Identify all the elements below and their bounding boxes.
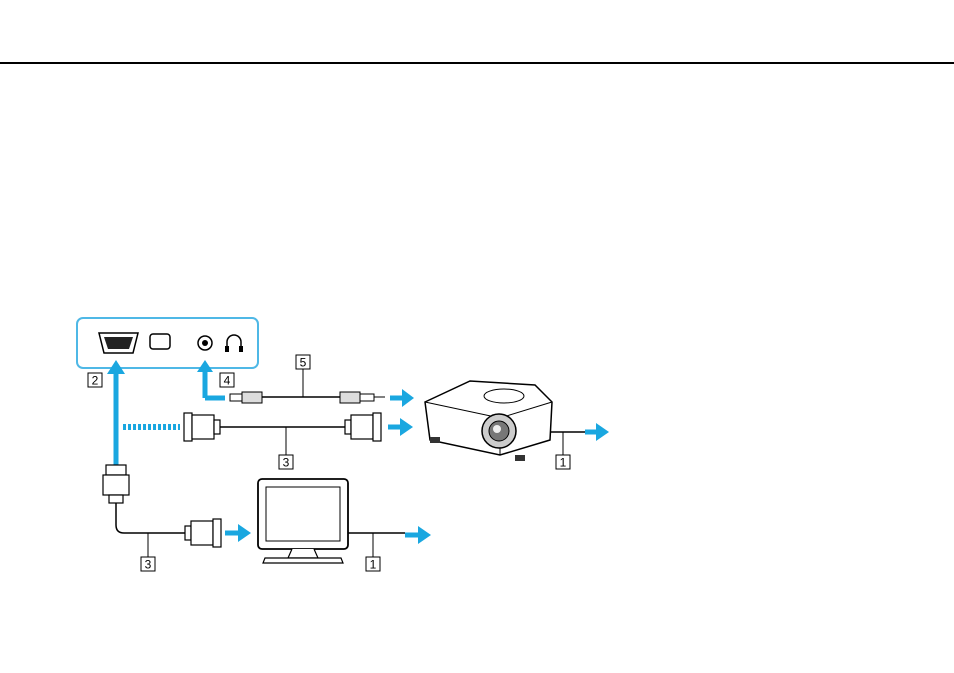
svg-text:3: 3 <box>283 456 290 470</box>
callout-cable-monitor: 3 <box>141 557 155 572</box>
vga-port-icon <box>99 333 138 353</box>
monitor-vga-cable <box>103 465 221 557</box>
arrow-vga-to-monitor <box>225 524 251 542</box>
projector-vga-cable <box>184 413 381 455</box>
arrow-projector-power <box>585 423 609 441</box>
arrow-vga-to-projector <box>388 418 413 436</box>
audio-plug-icon <box>230 392 262 403</box>
callout-power-monitor: 1 <box>366 557 380 572</box>
projector-icon <box>425 381 585 461</box>
arrow-to-vga-port <box>107 360 125 465</box>
svg-text:2: 2 <box>92 374 99 388</box>
audio-cable <box>230 368 385 403</box>
callout-cable-projector: 3 <box>279 455 293 470</box>
callout-port-monitor: 2 <box>88 373 102 388</box>
svg-text:3: 3 <box>145 558 152 572</box>
audio-jack-icon <box>198 336 212 350</box>
svg-text:4: 4 <box>224 374 231 388</box>
callout-cable-audio: 5 <box>296 355 310 370</box>
hdmi-port-icon <box>150 334 170 349</box>
monitor-icon <box>258 479 405 563</box>
computer-port-panel <box>77 318 258 368</box>
callout-port-audio: 4 <box>220 373 234 388</box>
callout-power-projector: 1 <box>556 455 570 470</box>
arrow-audio-to-projector <box>390 389 414 407</box>
svg-text:5: 5 <box>300 356 307 370</box>
svg-text:1: 1 <box>560 456 567 470</box>
vga-connector-icon <box>184 413 220 441</box>
svg-text:1: 1 <box>370 558 377 572</box>
arrow-monitor-power <box>405 526 431 544</box>
